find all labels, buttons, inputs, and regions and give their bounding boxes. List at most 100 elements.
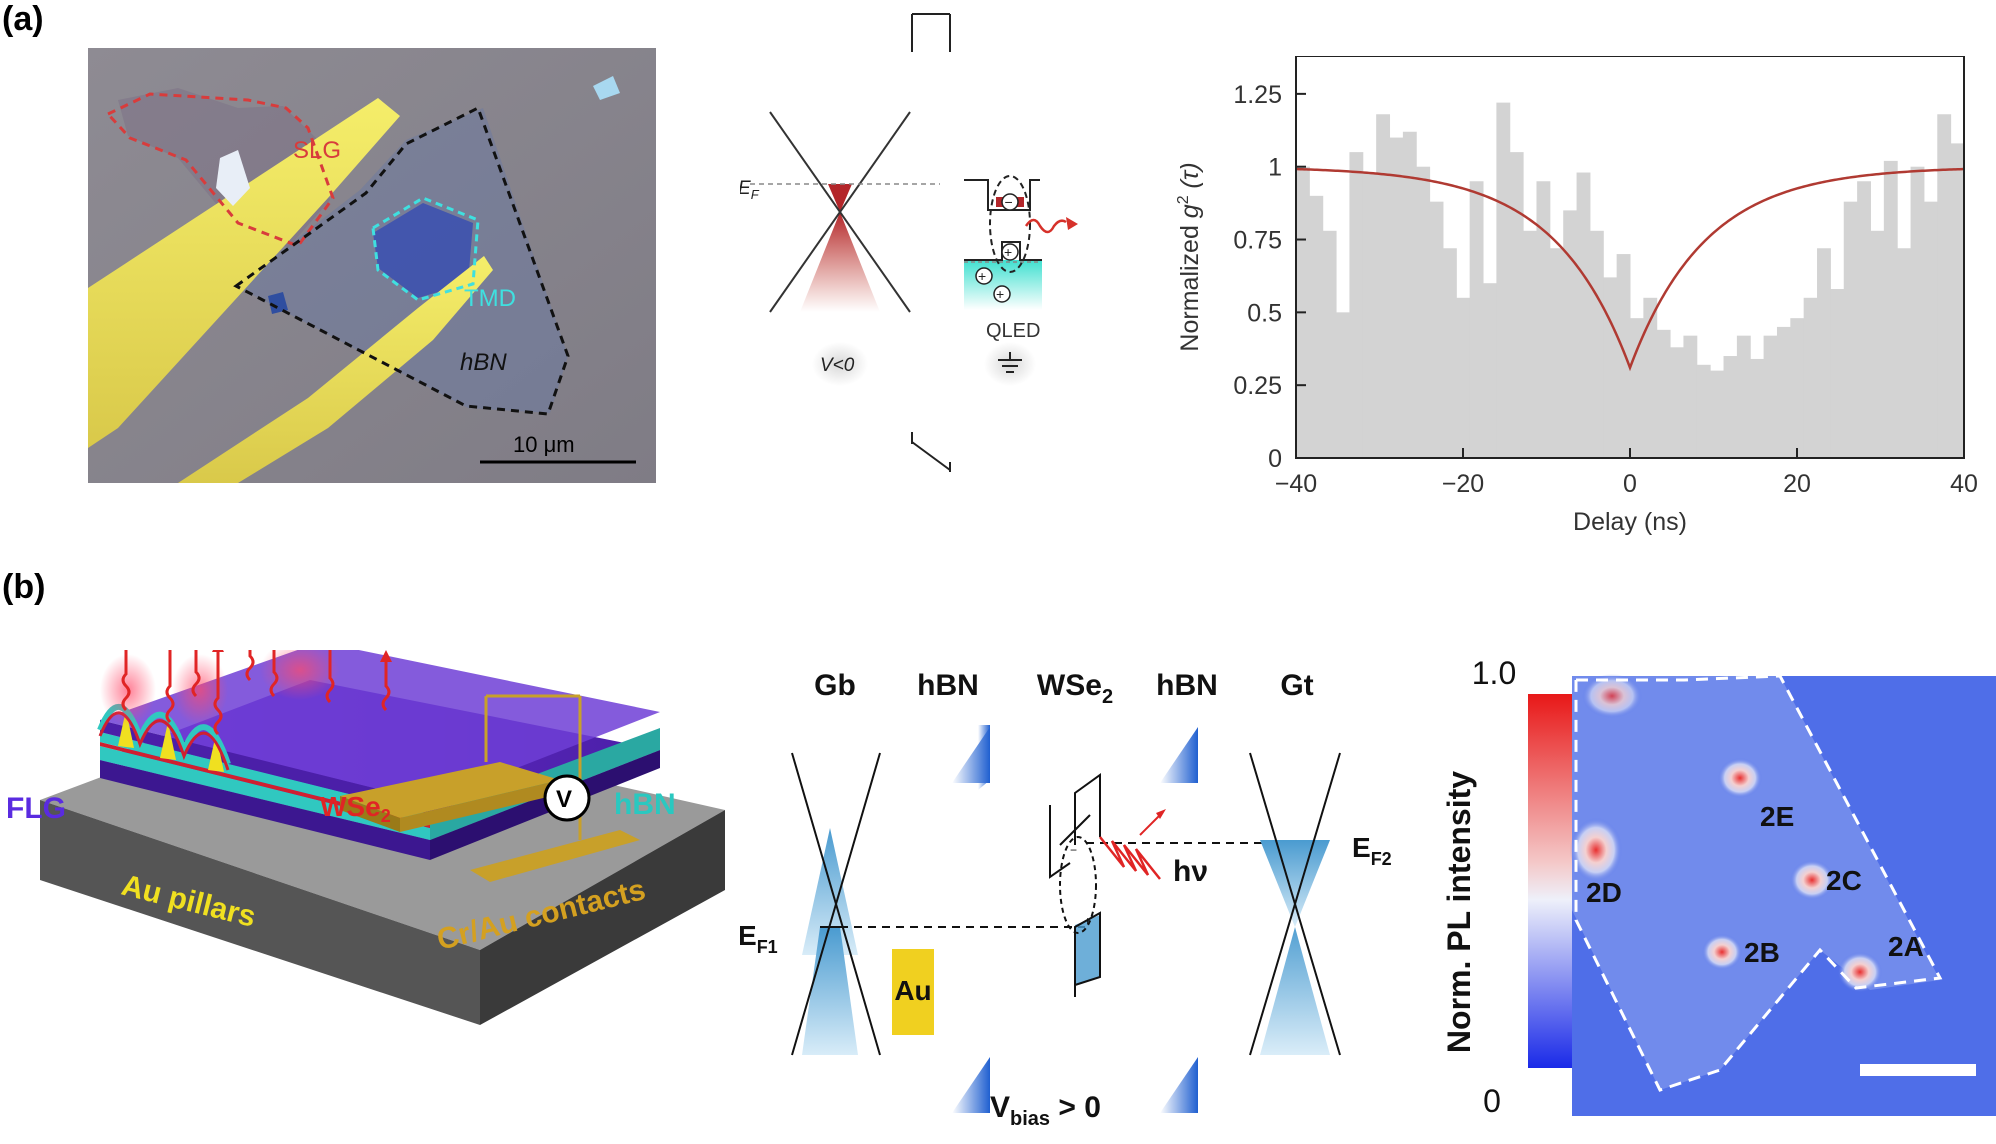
- histogram-bar: [1509, 152, 1524, 458]
- histogram-bar: [1362, 172, 1377, 458]
- flg-label: FLG: [6, 792, 66, 825]
- header-hbn-right: hBN: [1156, 669, 1218, 702]
- histogram-bar: [1723, 356, 1738, 458]
- slg-outline: [105, 92, 335, 248]
- vbias-label: Vbias > 0: [990, 1091, 1101, 1130]
- histogram-bar: [1883, 160, 1898, 458]
- x-axis-label: Delay (ns): [1573, 508, 1687, 536]
- header-gb: Gb: [814, 669, 856, 702]
- tmd-flake: [373, 203, 473, 298]
- histogram-bar: [1442, 248, 1457, 458]
- y-tick-label: 1.25: [1233, 81, 1282, 109]
- x-tick-label: 20: [1783, 470, 1811, 498]
- histogram-bar: [1763, 335, 1778, 458]
- histogram-bar: [1937, 114, 1952, 458]
- y-tick-label: 0.25: [1233, 372, 1282, 400]
- histogram-bar: [1589, 230, 1604, 458]
- histogram-bar: [1496, 102, 1511, 458]
- histogram-bar: [1483, 283, 1497, 458]
- colorbar-max: 1.0: [1472, 655, 1516, 691]
- panel-label-b: (b): [2, 568, 46, 606]
- histogram-bar: [1736, 335, 1751, 458]
- ef-label: EF: [740, 178, 760, 202]
- histogram-bar: [1402, 131, 1417, 458]
- voltmeter-label: V: [556, 786, 572, 813]
- histogram-bar: [1750, 358, 1765, 458]
- header-wse2: WSe2: [1037, 669, 1113, 708]
- svg-text:−: −: [1070, 843, 1077, 857]
- voltmeter-icon: [543, 774, 591, 822]
- histogram-bar: [1670, 347, 1684, 458]
- header-hbn-left: hBN: [917, 669, 979, 702]
- histogram-bar: [1910, 166, 1925, 458]
- au-label: Au: [894, 975, 931, 1006]
- header-gt: Gt: [1280, 669, 1313, 702]
- tunnel-band-diagram: Gb hBN WSe2 hBN Gt Au − + hν EF1 EF2 Vbi…: [740, 669, 1392, 1130]
- histogram-bar: [1389, 137, 1404, 458]
- svg-text:+: +: [996, 286, 1004, 302]
- y-axis-label: Normalized g2 (τ): [1175, 162, 1204, 351]
- optical-micrograph: SLG TMD hBN 10 μm: [88, 48, 656, 483]
- histogram-bar: [1376, 114, 1391, 458]
- slg-label: SLG: [293, 137, 341, 164]
- hbn-outline: [233, 105, 570, 416]
- spot-2e-label: 2E: [1760, 801, 1794, 832]
- x-tick-label: 0: [1623, 470, 1637, 498]
- ef1-label: EF1: [740, 920, 778, 957]
- y-tick-label: 0.75: [1233, 227, 1282, 255]
- histogram-bar: [1843, 201, 1858, 459]
- histogram-bar: [1469, 181, 1484, 458]
- histogram-bar: [1870, 230, 1885, 458]
- histogram-bar: [1336, 312, 1350, 458]
- histogram-bar: [1349, 152, 1364, 458]
- spot-2b-label: 2B: [1744, 937, 1780, 968]
- histogram-bar: [1616, 254, 1631, 458]
- histogram-bar: [1710, 370, 1725, 458]
- qled-band-diagram: EF − + + + QLED: [740, 13, 1078, 472]
- histogram-bar: [1803, 297, 1818, 458]
- tmd-outline: [371, 196, 480, 302]
- panel-label-a: (a): [2, 0, 44, 38]
- pl-map: Norm. PL intensity 1.0 0 2E 2D 2C 2B 2A: [1441, 655, 1996, 1119]
- svg-text:+: +: [978, 268, 986, 284]
- svg-text:−: −: [1005, 194, 1013, 210]
- hbn-device-label: hBN: [614, 788, 676, 821]
- wse2-device-label: WSe2: [320, 791, 391, 826]
- histogram-bar: [1817, 248, 1831, 458]
- spot-2d-label: 2D: [1586, 877, 1622, 908]
- y-tick-label: 0: [1268, 445, 1282, 473]
- colorbar-min: 0: [1483, 1083, 1501, 1119]
- histogram-bar: [1309, 195, 1324, 458]
- gold-electrode-lower: [178, 256, 493, 483]
- colorbar-label: Norm. PL intensity: [1441, 771, 1477, 1053]
- histogram-bar: [1950, 143, 1965, 458]
- histogram-bar: [1923, 201, 1938, 459]
- histogram-bar: [1523, 230, 1537, 458]
- histogram-bar: [1857, 181, 1871, 458]
- x-tick-label: 40: [1950, 470, 1978, 498]
- histogram-bar: [1790, 318, 1805, 458]
- histogram-bar: [1576, 172, 1591, 458]
- histogram-bar: [1563, 210, 1578, 458]
- histogram-bar: [1683, 335, 1698, 458]
- tmd-label: TMD: [464, 285, 516, 312]
- histogram-bar: [1630, 318, 1644, 458]
- gold-electrode-upper: [88, 98, 400, 448]
- histogram-bar: [1603, 277, 1618, 458]
- hbn-label: hBN: [460, 349, 507, 376]
- histogram-bar: [1696, 364, 1711, 458]
- histogram-bar: [1456, 297, 1471, 458]
- histogram-bar: [1322, 230, 1337, 458]
- scalebar-label: 10 μm: [513, 432, 575, 457]
- ef2-label: EF2: [1352, 832, 1392, 869]
- histogram-bar: [1429, 201, 1444, 459]
- y-tick-label: 0.5: [1247, 299, 1282, 327]
- histogram-bar: [1776, 326, 1791, 458]
- spot-2a-label: 2A: [1888, 931, 1924, 962]
- y-tick-label: 1: [1268, 154, 1282, 182]
- fit-curve: [1295, 167, 1965, 372]
- x-tick-label: −40: [1275, 470, 1317, 498]
- map-scalebar: [1860, 1064, 1976, 1076]
- histogram-bar: [1830, 289, 1845, 458]
